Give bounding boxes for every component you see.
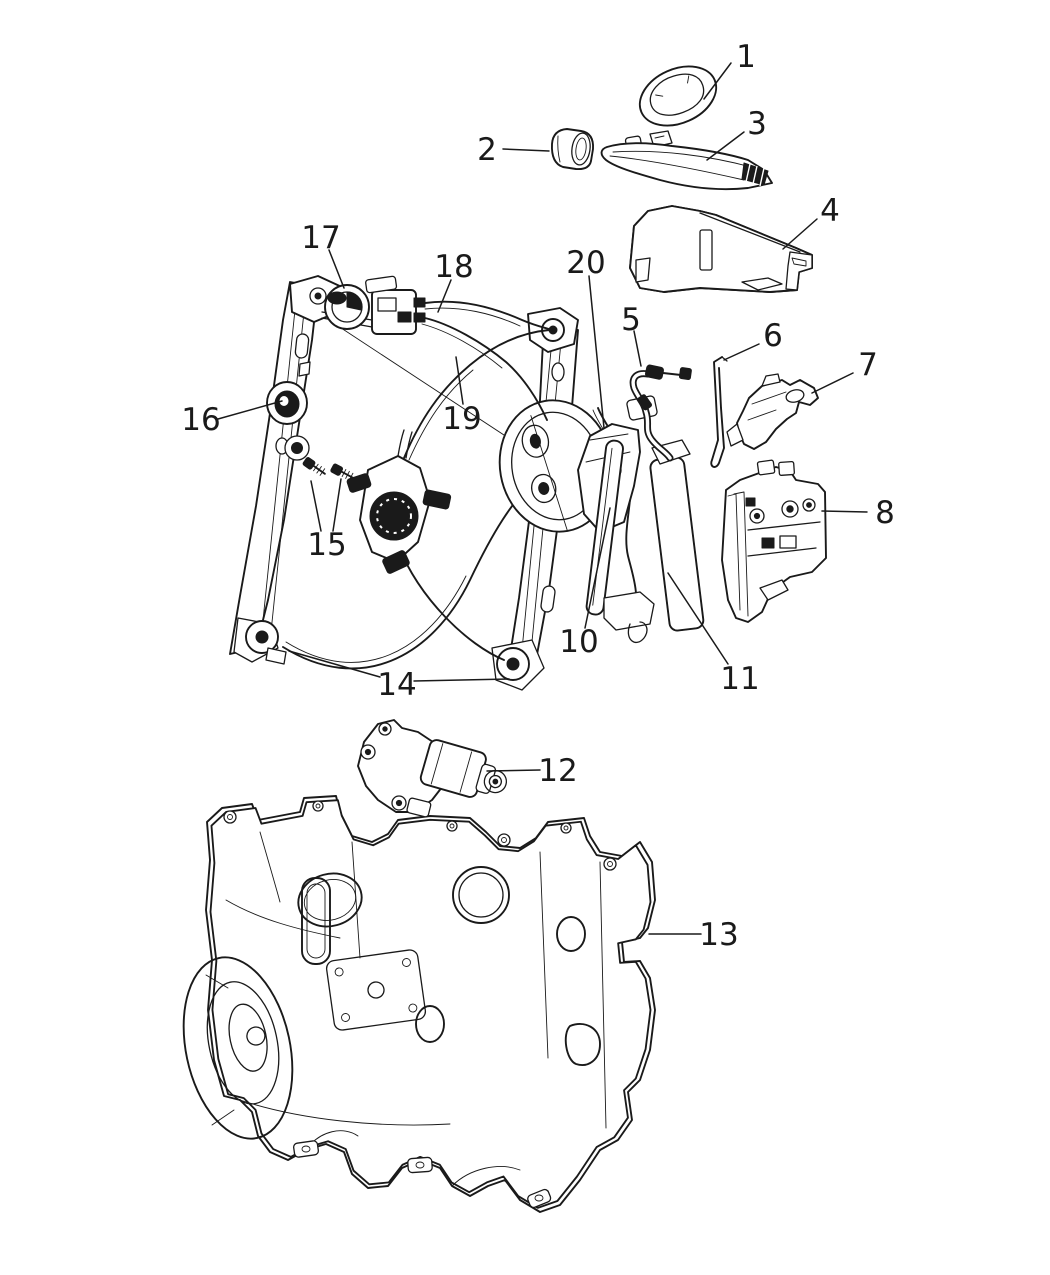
callout-label-2: 2 [477,132,497,168]
callout-leader-4 [782,218,818,250]
callout-label-11: 11 [720,661,759,697]
callout-leader-16 [217,400,283,420]
callout-label-6: 6 [763,318,783,354]
callout-leader-10 [584,507,611,629]
callout-leader-20 [588,275,605,429]
callout-label-12: 12 [538,753,577,789]
callout-leader-19 [455,356,464,405]
part-presenter-module [577,395,705,643]
part-cinch-actuator [324,275,426,335]
part-grommet [266,381,310,461]
callout-label-16: 16 [181,402,220,438]
callout-label-4: 4 [820,193,840,229]
callout-label-14: 14 [377,667,416,703]
regulator-drum [346,429,452,574]
callout-leader-2 [502,148,550,152]
part-handle-cap [551,128,594,171]
callout-leader-18 [437,279,452,313]
callout-leader-1 [703,62,732,100]
part-handle-seal [638,65,718,127]
callout-leader-15-b [332,478,342,532]
part-door-latch [721,459,827,623]
part-screws [302,457,355,481]
part-window-regulator [229,275,614,691]
callout-label-10: 10 [559,624,598,660]
callout-label-13: 13 [699,917,738,953]
callout-leader-3 [706,131,745,161]
part-release-cable [629,364,692,462]
handle-stem [741,162,769,187]
callout-leader-5 [633,330,642,367]
callout-leader-15-a [310,480,322,532]
callout-label-15: 15 [307,527,346,563]
callout-leader-11 [667,572,729,665]
speaker-opening [182,956,294,1140]
part-latch-bracket [726,373,819,450]
callout-label-17: 17 [301,220,340,256]
callout-label-7: 7 [858,347,878,383]
part-door-handle [600,130,773,191]
callout-label-8: 8 [875,495,895,531]
callouts: 1 2 3 4 5 6 7 8 10 11 12 13 14 15 16 17 … [181,39,895,953]
callout-label-3: 3 [747,106,767,142]
part-handle-carrier [629,205,813,293]
part-carrier-panel [182,795,656,1213]
part-lock-rod [710,356,728,468]
callout-leader-14-a [288,650,381,678]
callout-leader-6 [723,343,760,361]
callout-leader-12 [486,769,541,772]
callout-label-1: 1 [736,39,756,75]
callout-label-18: 18 [434,249,473,285]
mounting-plate [325,949,427,1031]
callout-label-19: 19 [442,401,481,437]
callout-leader-17 [328,249,345,289]
part-window-motor [357,719,508,818]
callout-label-5: 5 [621,302,641,338]
callout-leader-14-b [413,678,510,682]
callout-label-20: 20 [566,245,605,281]
callout-leader-7 [811,372,854,394]
part-flex-guide [649,456,705,632]
callout-leader-8 [821,510,868,513]
